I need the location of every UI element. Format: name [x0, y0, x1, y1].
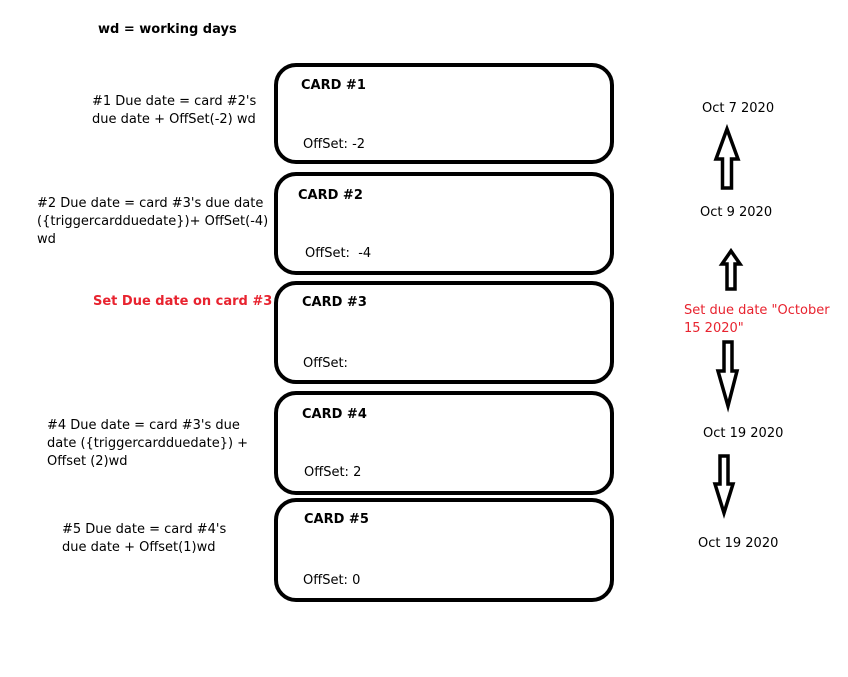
card-5-rule-line-2: due date + Offset(1)wd: [62, 540, 216, 555]
card-3-trigger-label: Set Due date on card #3: [93, 294, 273, 309]
card-5-offset-label: OffSet:: [303, 573, 348, 588]
card-5-date: Oct 19 2020: [698, 536, 779, 551]
trigger-note: Set due date "October 15 2020": [684, 302, 830, 338]
card-4-rule-line-3: Offset (2)wd: [47, 454, 128, 469]
card-1-offset-label: OffSet:: [303, 137, 348, 152]
card-3-title: CARD #3: [302, 295, 367, 310]
trigger-note-line-1: Set due date "October: [684, 303, 830, 318]
card-2-title: CARD #2: [298, 188, 363, 203]
card-1[interactable]: CARD #1 OffSet: -2: [274, 63, 614, 164]
card-4-offset-value: 2: [353, 465, 362, 480]
card-5-rule: #5 Due date = card #4's due date + Offse…: [62, 521, 226, 557]
card-3[interactable]: CARD #3 OffSet:: [274, 281, 614, 384]
card-4[interactable]: CARD #4 OffSet: 2: [274, 391, 614, 495]
trigger-note-line-2: 15 2020": [684, 321, 744, 336]
card-1-offset: OffSet: -2: [303, 137, 365, 152]
card-4-rule-line-1: #4 Due date = card #3's due: [47, 418, 240, 433]
up-arrow-icon: [713, 123, 741, 190]
down-arrow-icon: [715, 340, 740, 413]
card-2-offset-label: OffSet:: [305, 246, 350, 261]
card-2-date: Oct 9 2020: [700, 205, 773, 220]
card-1-title: CARD #1: [301, 78, 366, 93]
card-3-offset-label: OffSet:: [303, 356, 348, 371]
card-1-rule: #1 Due date = card #2's due date + OffSe…: [92, 93, 256, 129]
card-1-offset-value: -2: [352, 137, 366, 152]
card-1-date: Oct 7 2020: [702, 101, 775, 116]
card-2-rule-line-3: wd: [37, 232, 56, 247]
card-4-rule: #4 Due date = card #3's due date ({trigg…: [47, 417, 248, 471]
up-arrow-small-icon: [718, 247, 744, 291]
down-arrow-lower-icon: [712, 454, 736, 519]
card-5-offset-value: 0: [352, 573, 361, 588]
legend-working-days: wd = working days: [98, 22, 237, 37]
card-4-title: CARD #4: [302, 407, 367, 422]
card-4-rule-line-2: date ({triggercardduedate}) +: [47, 436, 249, 451]
card-5-rule-line-1: #5 Due date = card #4's: [62, 522, 227, 537]
card-2-rule: #2 Due date = card #3's due date ({trigg…: [37, 195, 268, 249]
card-2-offset: OffSet: -4: [305, 246, 371, 261]
card-2-rule-line-2: ({triggercardduedate})+ OffSet(-4): [37, 214, 269, 229]
card-4-offset: OffSet: 2: [304, 465, 361, 480]
card-4-date: Oct 19 2020: [703, 426, 784, 441]
card-2[interactable]: CARD #2 OffSet: -4: [274, 172, 614, 275]
card-2-offset-value: -4: [358, 246, 372, 261]
card-5[interactable]: CARD #5 OffSet: 0: [274, 498, 614, 602]
card-1-rule-line-2: due date + OffSet(-2) wd: [92, 112, 256, 127]
card-2-rule-line-1: #2 Due date = card #3's due date: [37, 196, 264, 211]
card-3-offset: OffSet:: [303, 356, 348, 371]
card-1-rule-line-1: #1 Due date = card #2's: [92, 94, 257, 109]
card-5-offset: OffSet: 0: [303, 573, 360, 588]
card-5-title: CARD #5: [304, 512, 369, 527]
card-4-offset-label: OffSet:: [304, 465, 349, 480]
